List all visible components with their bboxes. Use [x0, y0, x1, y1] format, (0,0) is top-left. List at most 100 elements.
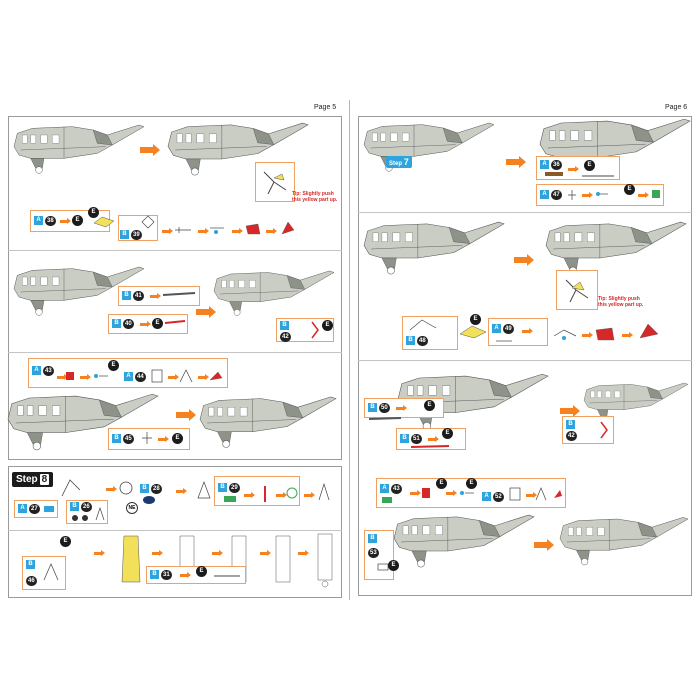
part-sketch-red — [209, 371, 223, 381]
part-sketch-blue — [596, 192, 608, 196]
part-sketch — [568, 190, 576, 200]
part-sketch — [72, 515, 88, 521]
part-28: 28 — [151, 484, 162, 494]
page-number-left: Page 5 — [314, 104, 337, 111]
part-sketch — [214, 575, 240, 577]
e-marker: E — [60, 536, 71, 547]
e-marker: E — [388, 560, 399, 571]
step-arrow-small — [568, 166, 579, 172]
step-arrow-small — [80, 374, 91, 380]
step-arrow-small — [526, 492, 537, 498]
part-36: 36 — [551, 160, 562, 170]
sheet-a-tag: A — [540, 190, 549, 199]
step-arrow-small — [446, 490, 457, 496]
e-marker: E — [584, 160, 595, 171]
sheet-b-tag: B — [112, 434, 121, 443]
part-sketch — [509, 487, 521, 501]
part-42: 42 — [566, 431, 577, 441]
sheet-b-tag: B — [112, 319, 121, 328]
part-sketch-navy — [143, 496, 155, 504]
step-arrow-small — [582, 332, 593, 338]
e-marker: E — [72, 215, 83, 226]
step-arrow-small — [622, 332, 633, 338]
step-arrow — [534, 539, 554, 551]
sheet-b-tag: B — [140, 484, 149, 493]
sheet-a-tag: A — [18, 504, 27, 513]
part-49: 49 — [503, 324, 514, 334]
part-46: 46 — [26, 576, 37, 586]
sheet-b-tag: B — [406, 336, 415, 345]
e-marker: E — [624, 184, 635, 195]
part-sketch-red — [422, 488, 430, 498]
sheet-b-tag: B — [122, 291, 131, 300]
part-sketch-blue — [210, 227, 224, 234]
e-marker: E — [442, 428, 453, 439]
step-arrow-small — [140, 321, 151, 327]
sheet-b-tag: B — [566, 420, 575, 429]
e-marker: E — [322, 320, 333, 331]
part-sketch-red — [245, 223, 261, 235]
part-sketch-red — [281, 221, 295, 235]
sheet-b-tag: B — [280, 321, 289, 330]
e-marker: E — [172, 433, 183, 444]
e-marker: E — [424, 400, 435, 411]
step8-word: Step — [16, 474, 38, 485]
sheet-a-tag: A — [32, 366, 41, 375]
yellow-part-sketch — [121, 535, 141, 583]
step-arrow — [176, 409, 196, 421]
yellow-part-sketch — [93, 216, 115, 228]
step-arrow-small — [57, 374, 68, 380]
part-sketch — [275, 535, 291, 583]
step-arrow-small — [276, 492, 287, 498]
part-42: 42 — [280, 332, 291, 342]
part-sketch — [151, 369, 163, 383]
rail-part-sketch — [368, 417, 402, 420]
part-sketch-green — [652, 190, 660, 198]
part-39: 39 — [131, 230, 142, 240]
step-arrow-small — [244, 492, 255, 498]
part-sketch — [317, 533, 333, 588]
part-50: 50 — [379, 403, 390, 413]
part-sketch — [179, 369, 193, 383]
step7-badge: Step 7 — [386, 156, 412, 168]
page-spine — [349, 100, 350, 600]
helicopter-drawing-p5-1a — [13, 124, 145, 174]
step-arrow-small — [106, 486, 117, 492]
step-arrow — [514, 254, 534, 266]
step-arrow-small — [152, 550, 163, 556]
part-sketch — [119, 481, 133, 495]
rail-part-sketch-red — [410, 445, 450, 448]
step-arrow-small — [168, 374, 179, 380]
part-sketch-green — [224, 496, 236, 502]
part-38: 38 — [45, 216, 56, 226]
page5-divider-2 — [8, 352, 342, 353]
part-sketch — [141, 215, 155, 229]
e-marker: E — [196, 566, 207, 577]
e-marker: E — [88, 207, 99, 218]
helicopter-drawing-p6-1a — [363, 122, 495, 172]
helicopter-drawing-p5-3b — [199, 396, 337, 448]
e-marker: E — [466, 478, 477, 489]
part-53: 53 — [368, 548, 379, 558]
sheet-a-tag: A — [540, 160, 549, 169]
part-40: 40 — [123, 319, 134, 329]
tip-note-page5: Tip: Slightly push this yellow part up. — [292, 191, 338, 203]
sheet-b-tag: B — [150, 570, 159, 579]
helicopter-drawing-p6-4b — [559, 517, 689, 566]
step-arrow-small — [410, 490, 421, 496]
part-48: 48 — [417, 336, 428, 346]
sheet-a-tag: A — [482, 492, 491, 501]
sheet-a-tag: A — [124, 372, 133, 381]
tip-note-page6: Tip: Slightly push this yellow part up. — [598, 296, 644, 308]
part-sketch — [535, 487, 547, 501]
sheet-a-tag: A — [380, 484, 389, 493]
part-sketch-blue — [44, 506, 54, 512]
part-sketch-green — [382, 497, 392, 503]
part-44: 44 — [135, 372, 146, 382]
sheet-b-tag: B — [218, 483, 227, 492]
step-arrow-small — [162, 228, 173, 234]
part-sketch-brown — [545, 172, 563, 176]
step-arrow-small — [638, 192, 649, 198]
part-31: 31 — [161, 570, 172, 580]
